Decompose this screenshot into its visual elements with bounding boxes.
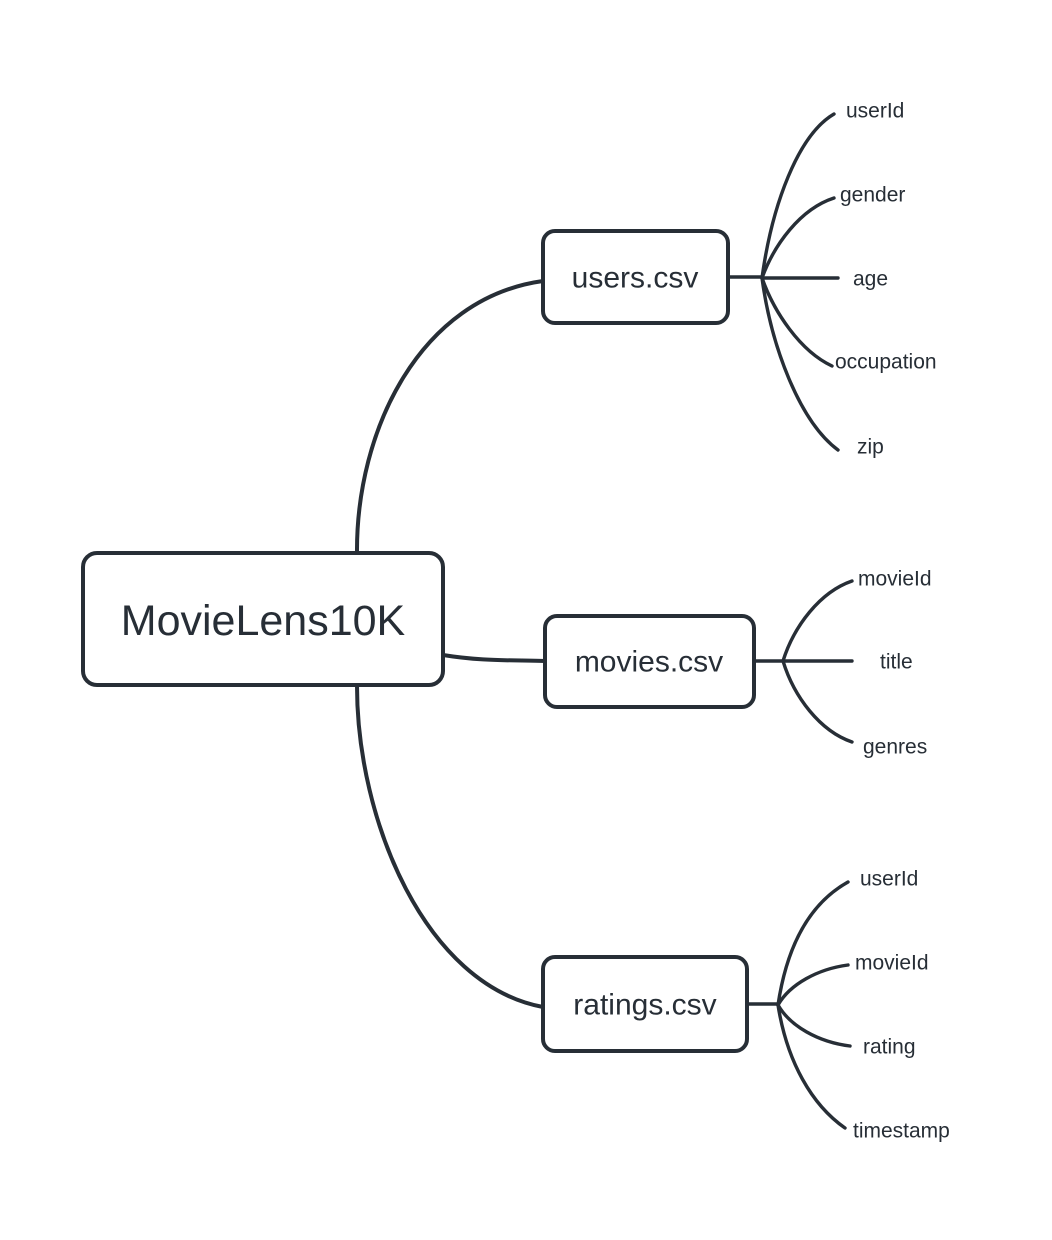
leader-movies-movieid xyxy=(781,579,854,663)
leaf-users-userid[interactable]: userId xyxy=(846,100,904,123)
node-root[interactable]: MovieLens10K xyxy=(81,551,445,687)
node-users-csv-box[interactable] xyxy=(541,229,730,325)
users-leaf-labels: userId gender age occupation zip xyxy=(835,100,937,459)
node-movies-csv-label: movies.csv xyxy=(575,646,723,679)
ratings-leaders xyxy=(745,880,852,1130)
users-leaders xyxy=(726,112,840,452)
node-movies-csv-box[interactable] xyxy=(543,614,756,709)
leaf-movies-title[interactable]: title xyxy=(880,651,913,674)
node-movies-csv[interactable]: movies.csv xyxy=(543,614,756,709)
leaf-users-age[interactable]: age xyxy=(853,268,888,291)
leaf-ratings-timestamp[interactable]: timestamp xyxy=(853,1120,950,1143)
leader-users-userid xyxy=(760,112,836,280)
node-users-csv-label: users.csv xyxy=(572,262,699,295)
node-root-label: MovieLens10K xyxy=(121,597,406,645)
node-ratings-csv-label: ratings.csv xyxy=(573,989,716,1022)
root-edges xyxy=(354,279,547,1009)
movies-leaf-labels: movieId title genres xyxy=(858,568,932,759)
node-root-box[interactable] xyxy=(81,551,445,687)
edge-root-movies xyxy=(441,653,547,663)
leaf-users-occupation[interactable]: occupation xyxy=(835,351,937,374)
node-ratings-csv[interactable]: ratings.csv xyxy=(541,955,749,1053)
leaf-ratings-movieid[interactable]: movieId xyxy=(855,952,929,975)
leaf-movies-genres[interactable]: genres xyxy=(863,736,927,759)
leaf-movies-movieid[interactable]: movieId xyxy=(858,568,932,591)
leader-users-zip xyxy=(760,276,840,452)
leaf-users-gender[interactable]: gender xyxy=(840,184,905,207)
leader-movies-genres xyxy=(781,659,854,744)
leader-ratings-timestamp xyxy=(776,1003,847,1130)
leader-users-gender xyxy=(760,196,836,280)
leaf-ratings-userid[interactable]: userId xyxy=(860,868,918,891)
leader-ratings-userid xyxy=(776,880,850,1007)
movies-leaders xyxy=(752,579,854,744)
leaf-ratings-rating[interactable]: rating xyxy=(863,1036,916,1059)
node-ratings-csv-box[interactable] xyxy=(541,955,749,1053)
leaf-users-zip[interactable]: zip xyxy=(857,436,884,459)
edge-root-users xyxy=(354,279,545,555)
leader-users-occupation xyxy=(760,276,834,368)
ratings-leaf-labels: userId movieId rating timestamp xyxy=(853,868,950,1143)
edge-root-ratings xyxy=(355,684,545,1009)
leader-ratings-rating xyxy=(776,1003,852,1048)
leader-ratings-movieid xyxy=(776,963,850,1007)
node-users-csv[interactable]: users.csv xyxy=(541,229,730,325)
